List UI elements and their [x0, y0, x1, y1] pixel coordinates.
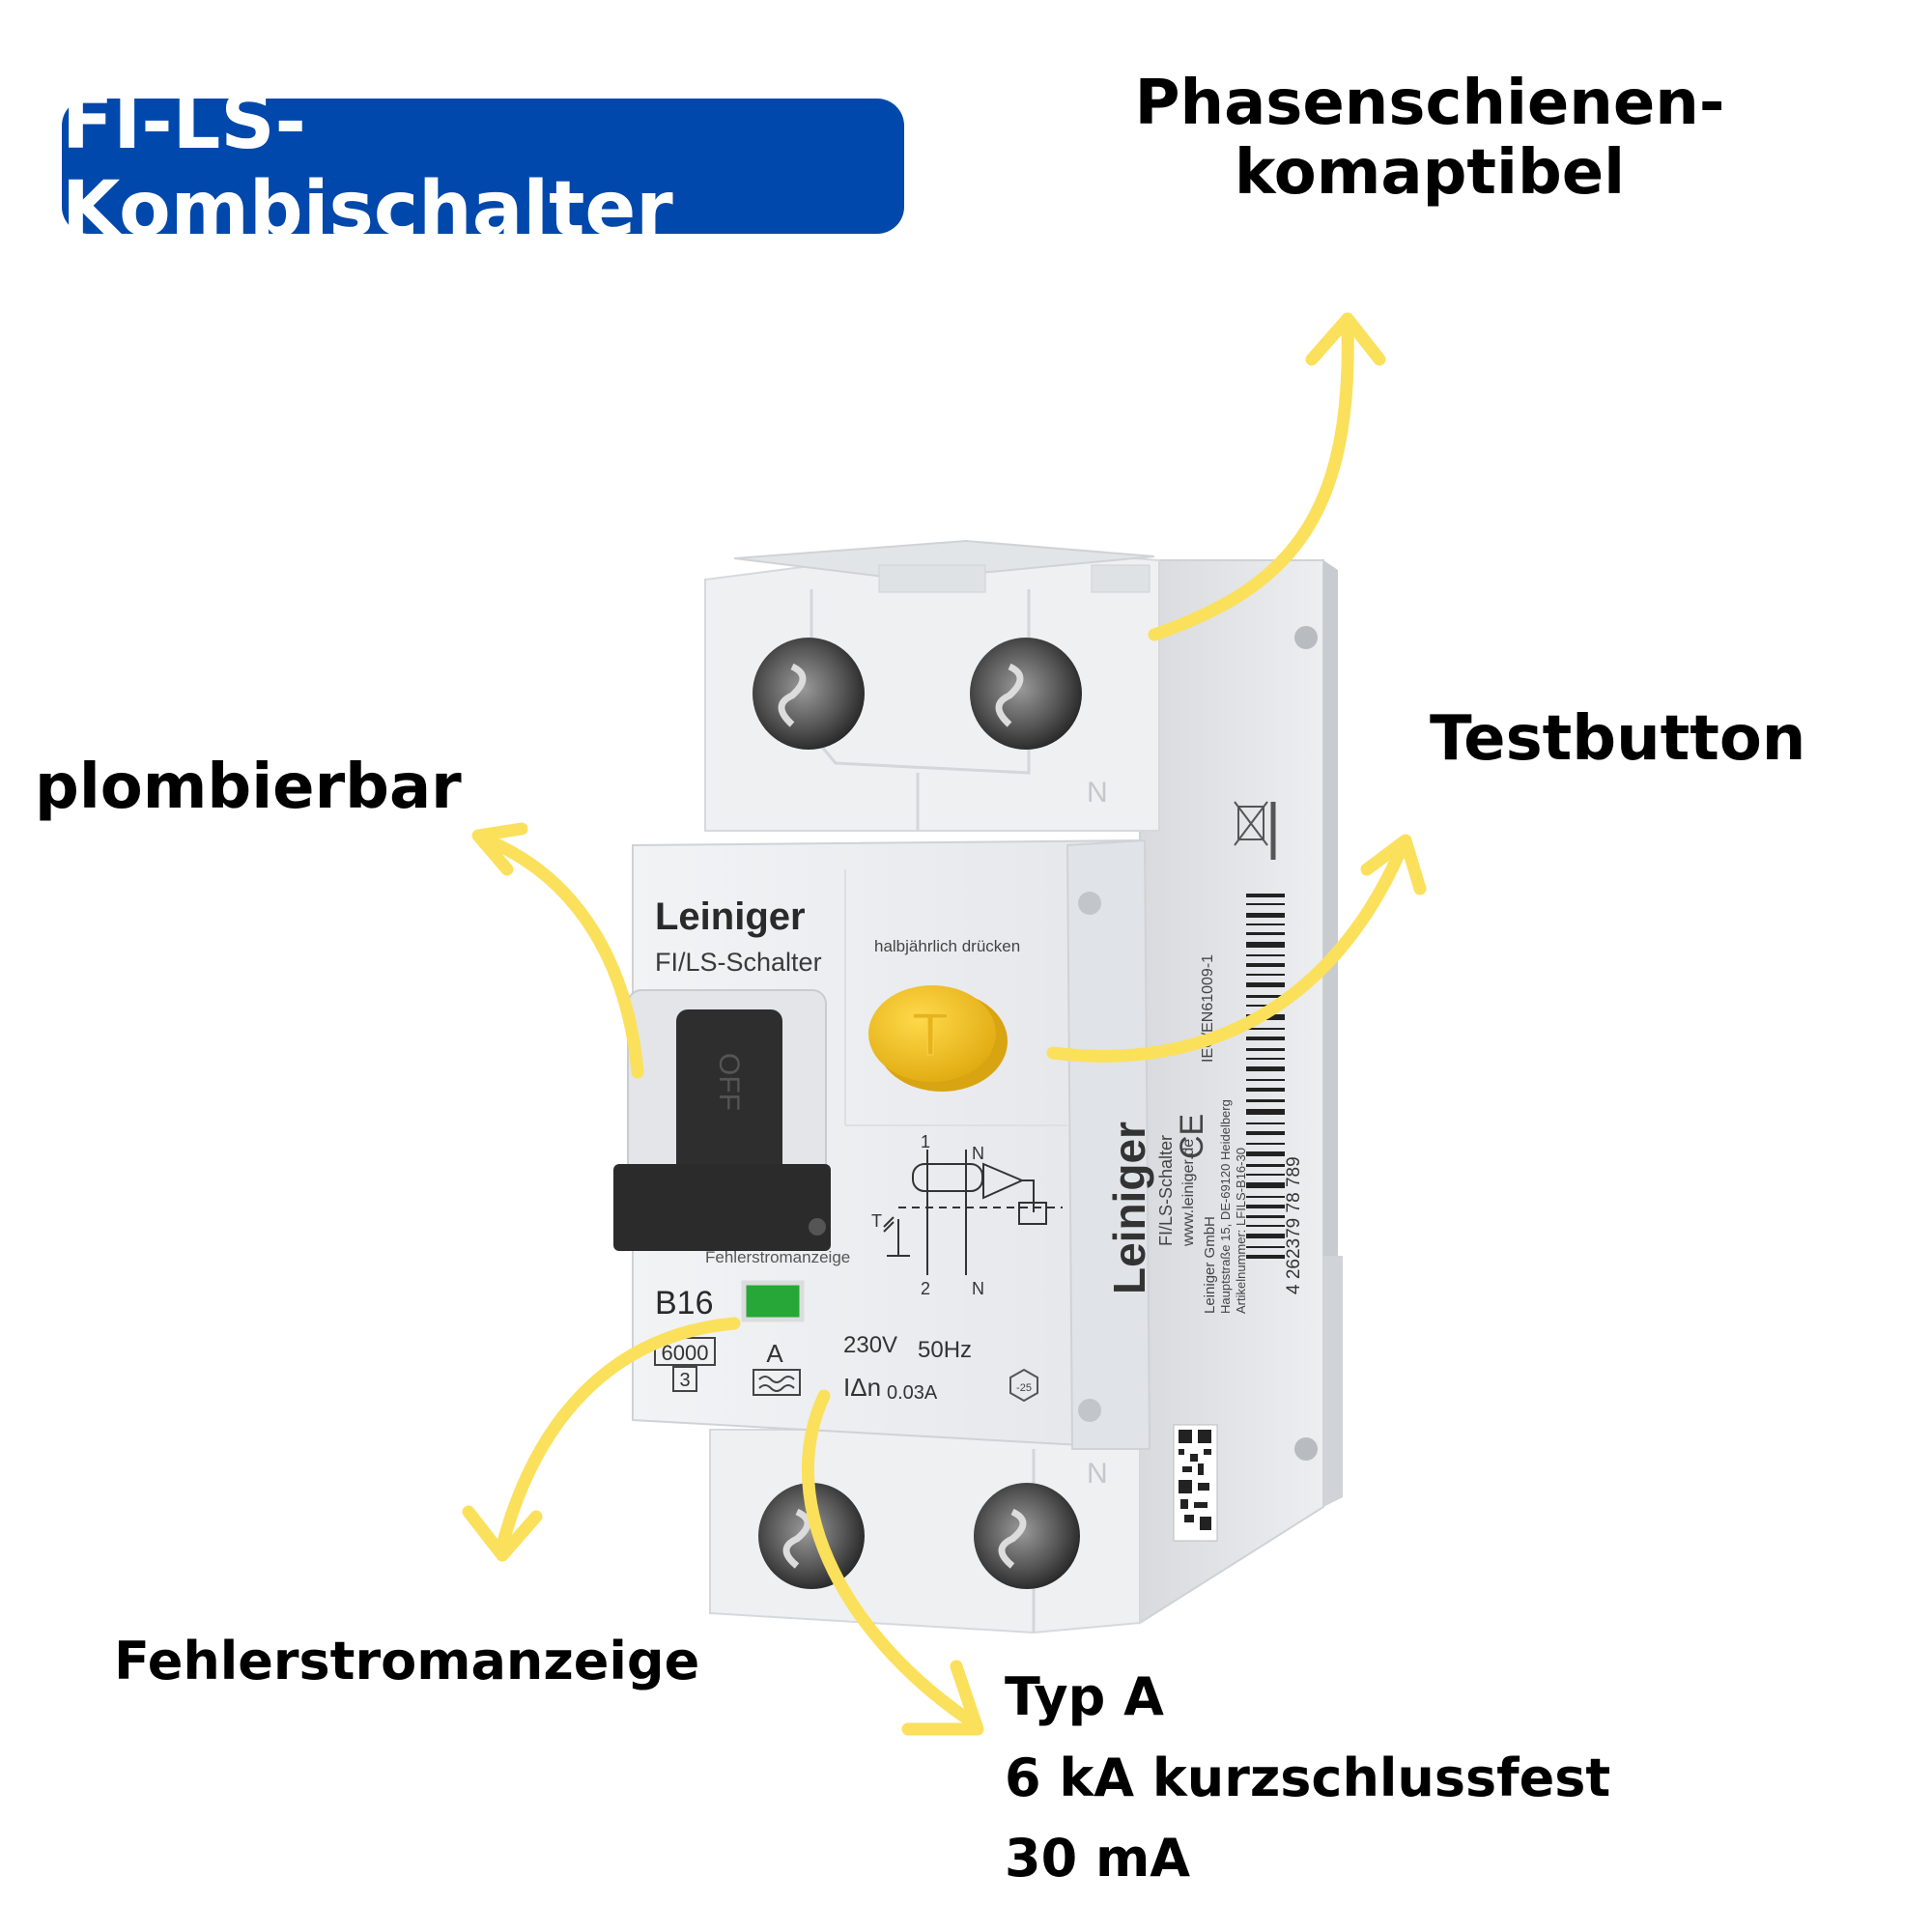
model-label: FI/LS-Schalter: [655, 948, 822, 977]
neutral-mark-top: N: [1087, 777, 1108, 809]
frequency-label: 50Hz: [918, 1337, 972, 1363]
test-hint-label: halbjährlich drücken: [874, 937, 1020, 955]
diagram-n-bottom: N: [972, 1279, 984, 1298]
callout-phase-line2: komaptibel: [1234, 136, 1626, 209]
breaking-capacity: 6000: [662, 1341, 709, 1365]
side-company: Leiniger GmbH: [1202, 1216, 1218, 1314]
callout-phase-line1: Phasenschienen-: [1134, 68, 1725, 139]
terminal-screw-icon[interactable]: [974, 1483, 1080, 1589]
callout-phasenschienen: Phasenschienen- komaptibel: [1063, 68, 1797, 209]
side-article: Artikelnummer: LFILS-B16-30: [1234, 1148, 1248, 1314]
residual-label: IΔn: [843, 1373, 881, 1402]
terminal-screw-icon[interactable]: [758, 1483, 865, 1589]
terminal-screw-icon[interactable]: [970, 638, 1082, 750]
device-class: 3: [679, 1370, 690, 1391]
side-web: www.leiniger.de: [1180, 1139, 1197, 1247]
voltage-label: 230V: [843, 1332, 897, 1358]
page-title: FI-LS-Kombischalter: [62, 79, 673, 253]
diagram-1: 1: [921, 1132, 930, 1151]
test-letter: T: [912, 1002, 949, 1068]
svg-text:-25: -25: [1016, 1382, 1032, 1394]
type-letter: A: [766, 1339, 783, 1368]
side-brand: Leiniger: [1104, 1122, 1154, 1294]
test-button[interactable]: T: [868, 985, 1008, 1092]
callout-ma: 30 mA: [1005, 1828, 1191, 1889]
residual-value: 0.03A: [887, 1382, 938, 1404]
indicator-label: Fehlerstromanzeige: [705, 1248, 850, 1266]
neutral-mark-bottom: N: [1087, 1458, 1108, 1490]
diagram-2: 2: [921, 1279, 930, 1298]
toggle-off-label: OFF: [713, 1053, 745, 1111]
temperature-icon: -25: [1009, 1368, 1038, 1403]
diagram-n-top: N: [972, 1144, 984, 1163]
barcode-number: 4 262379 78 789: [1284, 1156, 1304, 1294]
toggle-lever[interactable]: OFF: [613, 989, 831, 1251]
diagram-t: T: [871, 1211, 882, 1231]
circuit-diagram: [883, 1150, 1063, 1275]
side-address: Hauptstraße 15, DE-69120 Heidelberg: [1218, 1099, 1233, 1314]
callout-kurzschluss: 6 kA kurzschlussfest: [1005, 1747, 1611, 1808]
qr-code-icon: [1173, 1424, 1218, 1542]
side-label: Leiniger FI/LS-Schalter www.leiniger.de …: [1104, 801, 1304, 1542]
side-standard: IEC/EN61009-1: [1200, 954, 1216, 1063]
rating-label: B16: [655, 1285, 714, 1321]
bottom-terminal-block: N: [709, 1429, 1141, 1634]
callout-fehlerstromanzeige: Fehlerstromanzeige: [114, 1631, 700, 1691]
ac-pulse-icon: [758, 1376, 795, 1392]
callout-testbutton: Testbutton: [1430, 703, 1806, 775]
callout-specs: Typ A 6 kA kurzschlussfest 30 mA: [1005, 1657, 1610, 1899]
side-model: FI/LS-Schalter: [1156, 1135, 1176, 1246]
top-terminal-block: N: [704, 539, 1160, 832]
title-badge: FI-LS-Kombischalter: [62, 79, 904, 253]
callout-typ-a: Typ A: [1005, 1666, 1164, 1727]
brand-label: Leiniger: [655, 895, 806, 938]
callout-plombierbar: plombierbar: [35, 752, 462, 823]
terminal-screw-icon[interactable]: [753, 638, 865, 750]
side-panel: [1139, 559, 1343, 1625]
ce-mark: CE: [1174, 1114, 1210, 1159]
fault-indicator: [741, 1280, 805, 1322]
